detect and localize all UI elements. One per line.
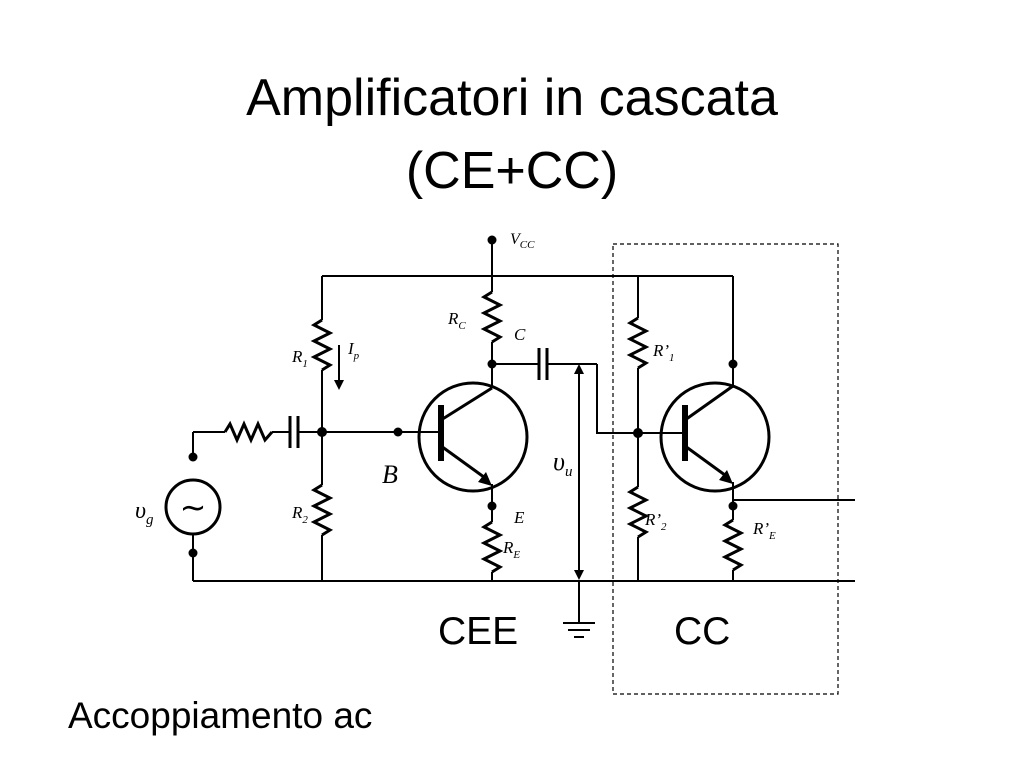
q1-transistor-icon [417, 381, 529, 493]
re-prime-label: R’E [752, 519, 776, 542]
base-node-b [393, 427, 403, 437]
q2-collector-node [728, 359, 738, 369]
node-b-label: B [382, 460, 398, 489]
source-top-terminal [188, 452, 198, 462]
re-resistor [480, 520, 504, 574]
coupling-caption: Accoppiamento ac [68, 695, 373, 736]
cc-stage-box [612, 243, 839, 695]
vcc-label: VCC [510, 231, 535, 251]
r2-prime-resistor [626, 485, 650, 539]
node-c-label: C [514, 325, 526, 344]
node-e-label: E [513, 508, 525, 527]
r2-resistor [310, 483, 334, 537]
vcc-terminal [487, 235, 497, 245]
ip-label: Ip [347, 339, 360, 362]
vu-arrow-head-bottom [574, 570, 584, 580]
rc-resistor [480, 290, 504, 344]
stage-label-cc: CC [674, 610, 731, 653]
r1-prime-label: R’1 [652, 341, 675, 364]
coupling-wire-down [596, 364, 638, 434]
bias-node [317, 427, 327, 437]
q2-emitter-arrow [719, 470, 733, 484]
source-resistor [223, 420, 274, 444]
rc-label: RC [447, 309, 466, 332]
slide-title-line-2: (CE+CC) [405, 142, 619, 200]
re-label: RE [502, 538, 520, 561]
r2-prime-label: R’2 [644, 510, 667, 533]
q1-emitter [440, 444, 489, 482]
q1-collector [440, 386, 493, 422]
vg-label: υg [135, 498, 154, 528]
source-bottom-terminal [188, 548, 198, 558]
vu-arrow-head-top [574, 364, 584, 374]
vu-label: υu [553, 447, 572, 480]
q2-collector [684, 384, 734, 422]
r2-label: R2 [291, 503, 308, 526]
slide-title-line-1: Amplificatori in cascata [246, 69, 778, 127]
q2-emitter [684, 444, 730, 480]
q2-transistor-icon [659, 381, 771, 493]
r1-prime-resistor [626, 316, 650, 370]
stage-label-cee: CEE [438, 610, 519, 653]
q1-emitter-arrow [478, 472, 492, 486]
r1-label: R1 [291, 347, 308, 370]
ip-arrow-head [334, 380, 344, 390]
r1-resistor [310, 318, 334, 372]
emitter-node [487, 501, 497, 511]
q2-emitter-node [728, 501, 738, 511]
re-prime-resistor [721, 518, 745, 572]
source-tilde: ~ [180, 488, 207, 526]
